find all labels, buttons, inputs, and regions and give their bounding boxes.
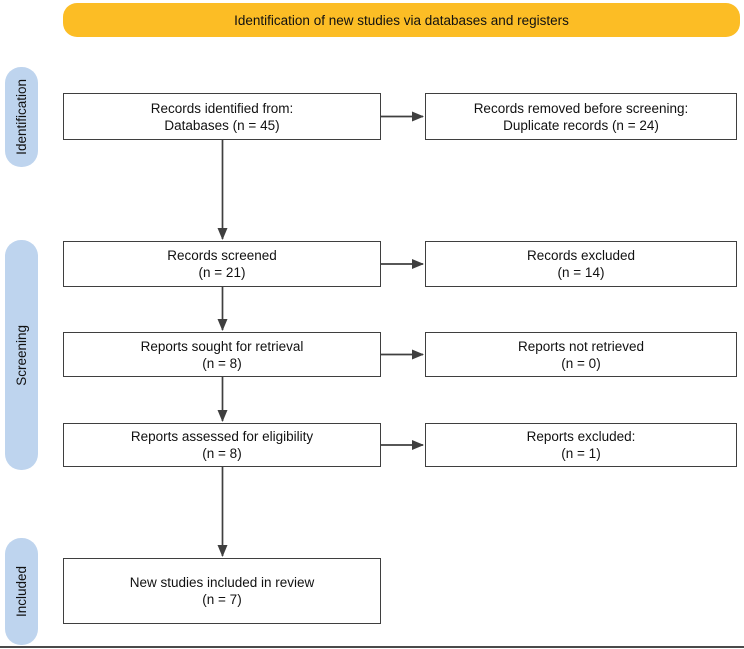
box-reports-sought: Reports sought for retrieval (n = 8) — [63, 332, 381, 377]
box-records-identified: Records identified from: Databases (n = … — [63, 93, 381, 140]
box-line: Records identified from: — [150, 100, 294, 116]
box-line: Records screened — [167, 248, 277, 263]
box-line: Databases (n = 45) — [164, 117, 280, 133]
stage-label-text: Included — [14, 565, 29, 618]
stage-label-identification: Identification — [5, 67, 38, 167]
stage-label-screening: Screening — [5, 240, 38, 470]
stage-label-included: Included — [5, 538, 38, 645]
box-line: Reports assessed for eligibility — [130, 429, 314, 444]
box-line: (n = 8) — [202, 355, 242, 371]
stage-label-text: Identification — [14, 79, 29, 155]
stage-label-text: Screening — [14, 324, 29, 386]
box-line: (n = 7) — [202, 592, 242, 607]
box-line: Duplicate records (n = 24) — [503, 117, 659, 133]
box-line: (n = 1) — [561, 446, 601, 461]
box-reports-excluded: Reports excluded: (n = 1) — [425, 423, 737, 467]
box-records-removed: Records removed before screening: Duplic… — [425, 93, 737, 140]
box-line: (n = 0) — [561, 355, 601, 371]
box-line: (n = 21) — [198, 265, 246, 280]
box-new-studies-included: New studies included in review (n = 7) — [63, 558, 381, 624]
banner: Identification of new studies via databa… — [63, 3, 740, 37]
box-line: (n = 8) — [202, 446, 242, 461]
box-reports-assessed: Reports assessed for eligibility (n = 8) — [63, 423, 381, 467]
box-line: New studies included in review — [129, 575, 315, 590]
box-records-excluded: Records excluded (n = 14) — [425, 241, 737, 287]
box-records-screened: Records screened (n = 21) — [63, 241, 381, 287]
box-line: Reports not retrieved — [517, 338, 645, 354]
box-line: (n = 14) — [557, 265, 605, 280]
box-reports-not-retrieved: Reports not retrieved (n = 0) — [425, 332, 737, 377]
banner-label: Identification of new studies via databa… — [234, 12, 569, 28]
box-line: Records excluded — [526, 248, 636, 263]
box-line: Reports excluded: — [526, 429, 636, 444]
box-line: Reports sought for retrieval — [140, 338, 304, 354]
bottom-divider — [0, 646, 744, 648]
box-line: Records removed before screening: — [473, 100, 689, 116]
